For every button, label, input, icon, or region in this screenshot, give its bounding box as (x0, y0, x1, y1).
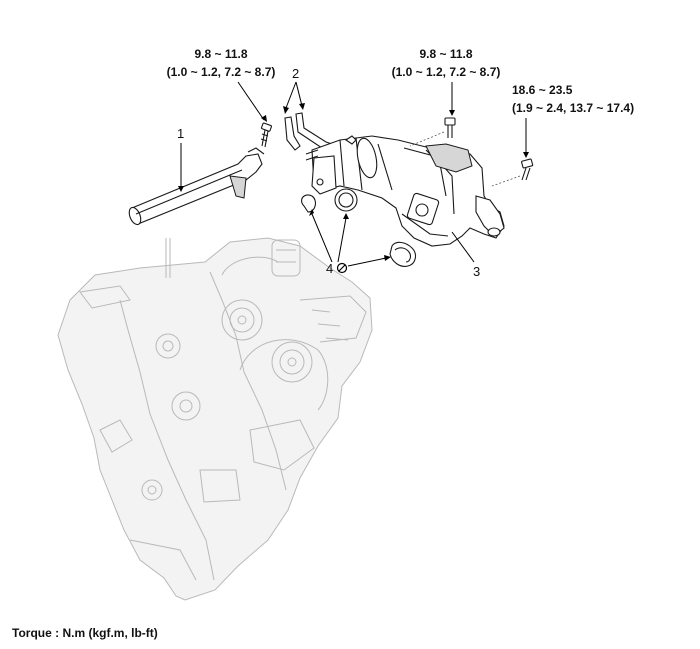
torque-spec-housing-right-nm: 18.6 ~ 23.5 (512, 83, 573, 97)
callout-4: 4 (326, 261, 333, 276)
bypass-hoses (284, 112, 339, 153)
water-inlet-pipe (128, 147, 265, 226)
pipe-bolt (260, 122, 272, 148)
replace-part-icon (336, 262, 348, 274)
torque-spec-housing-right-detail: (1.9 ~ 2.4, 13.7 ~ 17.4) (512, 101, 634, 115)
engine-block-illustration (57, 237, 373, 601)
housing-bolt-top (409, 117, 456, 147)
torque-spec-housing-top-detail: (1.0 ~ 1.2, 7.2 ~ 8.7) (392, 65, 501, 79)
torque-spec-pipe-bolt-detail: (1.0 ~ 1.2, 7.2 ~ 8.7) (167, 65, 276, 79)
callout-1: 1 (177, 126, 184, 141)
torque-spec-pipe-bolt-nm: 9.8 ~ 11.8 (194, 47, 247, 61)
callout-2: 2 (292, 66, 299, 81)
gaskets (301, 188, 417, 267)
water-outlet-housing (305, 135, 505, 247)
callout-3: 3 (473, 264, 480, 279)
housing-bolt-right (491, 158, 534, 187)
leader-lines (178, 81, 529, 267)
torque-spec-housing-top-nm: 9.8 ~ 11.8 (419, 47, 472, 61)
torque-units-legend: Torque : N.m (kgf.m, lb-ft) (12, 626, 158, 640)
